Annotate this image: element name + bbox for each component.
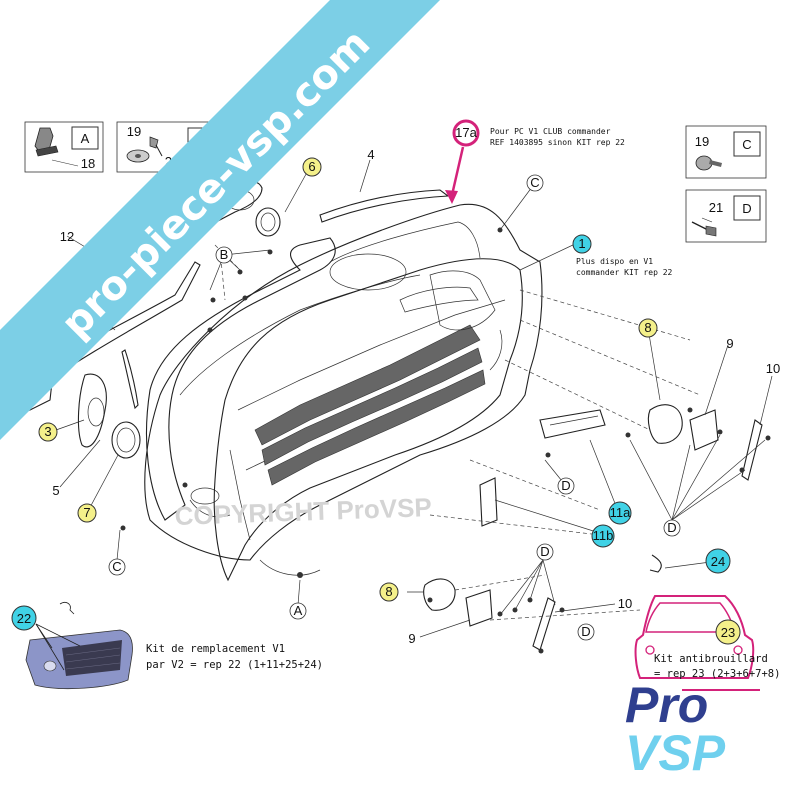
logo-text-vsp: VSP: [625, 725, 726, 781]
letter-markers: B C C A D D D D: [108, 174, 681, 641]
legend-part-18: 18: [81, 156, 95, 171]
bumper-skin: [144, 203, 543, 561]
note-23-line1: Kit antibrouillard: [654, 653, 768, 665]
provsp-logo: Pro VSP: [625, 677, 760, 781]
legend-box-a: A 18: [24, 121, 104, 173]
callout-7: 7: [83, 505, 90, 520]
callout-1: 1: [578, 236, 585, 251]
bracket-10-bottom: [532, 597, 556, 651]
fog-lamp-right: [647, 404, 719, 451]
wire-24: [649, 554, 662, 573]
grill-mesh: [254, 324, 486, 486]
daylight-lamp-11b: [479, 477, 498, 527]
legend-part-21: 21: [709, 200, 723, 215]
label-9-right: 9: [726, 336, 733, 351]
note-23: Kit antibrouillard = rep 23 (2+3+6+7+8): [654, 653, 780, 680]
fog-lamp-bottom: [423, 578, 493, 627]
label-4: 4: [367, 147, 374, 162]
yellow-callouts: 6 3 7 8 8: [38, 157, 658, 602]
watermark-banner-text: pro-piece-vsp.com: [53, 20, 380, 347]
bolt-icon: [691, 217, 717, 237]
callout-11a: 11a: [610, 505, 631, 520]
marker-d-bottom: D: [540, 544, 549, 559]
note-17a-line2: REF 1403895 sinon KIT rep 22: [490, 138, 625, 147]
marker-a: A: [294, 603, 303, 618]
screw-washer-icon: [126, 136, 163, 163]
fog-trim-left: [121, 349, 139, 410]
cyan-callouts: 1 11a 11b 24 22: [11, 234, 731, 631]
legend-box-c: 19 C: [685, 125, 767, 179]
label-10-right: 10: [766, 361, 780, 376]
fasteners: [120, 227, 771, 654]
solid-leaders: [44, 147, 773, 638]
bracket-10-right: [741, 419, 763, 481]
note-22-line1: Kit de remplacement V1: [146, 643, 285, 655]
label-5: 5: [52, 483, 59, 498]
legend-part-19: 19: [127, 124, 141, 139]
note-22-line2: par V2 = rep 22 (1+11+25+24): [146, 659, 323, 671]
fog-bezel-left: [77, 373, 107, 448]
label-12: 12: [60, 229, 74, 244]
note-1-line2: commander KIT rep 22: [576, 268, 673, 277]
note-1-line1: Plus dispo en V1: [576, 257, 653, 266]
bumper-frame: [146, 237, 336, 521]
marker-d-right: D: [667, 520, 676, 535]
marker-d-center: D: [561, 478, 570, 493]
bumper-front: [213, 258, 523, 582]
kit-22-thumbnail: [25, 602, 133, 689]
callout-22: 22: [17, 611, 31, 626]
legend-part-19-c: 19: [695, 134, 709, 149]
label-9-bottom: 9: [408, 631, 415, 646]
note-1: Plus dispo en V1 commander KIT rep 22: [576, 257, 673, 277]
upper-trim-strip: [319, 189, 450, 223]
marker-b: B: [220, 247, 229, 262]
marker-c-left: C: [112, 559, 121, 574]
note-23-line2: = rep 23 (2+3+6+7+8): [654, 668, 780, 680]
callout-24: 24: [711, 554, 725, 569]
kit-23-car-icon: 23: [634, 595, 755, 679]
callout-17a: 17a: [455, 125, 477, 140]
legend-letter-a: A: [81, 131, 90, 146]
callout-8-right: 8: [644, 320, 651, 335]
marker-d-lower: D: [581, 624, 590, 639]
label-10-bottom: 10: [618, 596, 632, 611]
fog-ring-7: [111, 421, 141, 459]
callout-3: 3: [44, 424, 51, 439]
marker-c-top: C: [530, 175, 539, 190]
daylight-lamp-11a: [539, 409, 606, 439]
push-rivet-icon: [695, 155, 722, 171]
legend-letter-d: D: [742, 201, 751, 216]
clip-fastener-icon: [34, 127, 59, 157]
callout-8-bottom: 8: [385, 584, 392, 599]
fog-ring-6: [255, 207, 281, 237]
callout-11b: 11b: [593, 528, 614, 543]
arrow-17a: [445, 146, 465, 204]
note-17a: Pour PC V1 CLUB commander REF 1403895 si…: [490, 127, 625, 147]
copyright-watermark: COPYRIGHT ProVSP: [174, 492, 432, 531]
logo-text-pro: Pro: [625, 677, 708, 733]
note-22: Kit de remplacement V1 par V2 = rep 22 (…: [146, 643, 323, 671]
bumper-corner-vent: [429, 270, 496, 331]
skin-upper-vent: [329, 253, 407, 291]
callout-6: 6: [308, 159, 315, 174]
legend-box-d: 21 D: [685, 189, 767, 243]
note-17a-line1: Pour PC V1 CLUB commander: [490, 127, 611, 136]
magenta-callout-17a: 17a: [452, 119, 480, 147]
legend-letter-c: C: [742, 137, 751, 152]
callout-23: 23: [721, 625, 735, 640]
